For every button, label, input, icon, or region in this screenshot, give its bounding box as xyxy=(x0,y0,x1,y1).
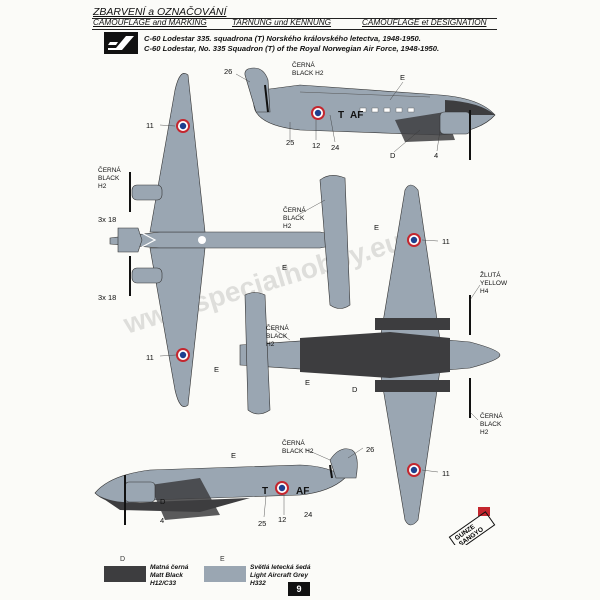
label-black-h2-lower-2: BLACK H2 xyxy=(282,448,314,455)
label-4-lower-side: 4 xyxy=(160,516,164,525)
gunze-sangyo-icon: GUNZE SANGYO xyxy=(448,507,496,551)
publisher-logo xyxy=(104,32,138,54)
header-sub-fr: CAMOUFLAGE et DESIGNATION xyxy=(362,18,487,27)
header-sub-en: CAMOUFLAGE and MARKING xyxy=(93,18,207,27)
label-black-h2-upper-1: ČERNÁ xyxy=(292,60,315,69)
leader-lines xyxy=(159,73,481,518)
legend-d-line-1: Matná černá xyxy=(150,564,189,571)
label-black-plan-3: H2 xyxy=(98,183,107,190)
side-view-upper: T AF xyxy=(244,67,496,160)
gunze-sangyo-logo: GUNZE SANGYO xyxy=(446,505,498,551)
callout-labels: 26 ČERNÁ BLACK H2 E 25 12 24 D 4 11 ČERN… xyxy=(98,60,508,528)
legend-e-line-1: Světlá letecká šedá xyxy=(250,564,311,571)
legend-e-line-3: H332 xyxy=(250,580,266,587)
header-sub-de: TARNUNG und KENNUNG xyxy=(232,18,332,27)
lower-code-t: T xyxy=(262,486,268,497)
label-d-lower-plan: D xyxy=(352,385,358,394)
label-24-upper: 24 xyxy=(331,143,339,152)
label-black-h2-upper-2: BLACK H2 xyxy=(292,70,324,77)
label-black-plan-1: ČERNÁ xyxy=(98,165,121,174)
label-e-lower-side: E xyxy=(231,451,236,460)
label-yellow-1: ŽLUTÁ xyxy=(480,270,501,279)
label-d-lower-side: D xyxy=(160,497,166,506)
label-black-h2-lower-1: ČERNÁ xyxy=(282,438,305,447)
legend-d-line-3: H12/C33 xyxy=(150,580,177,587)
label-black-right-3: H2 xyxy=(480,429,489,436)
legend-d-swatch xyxy=(104,566,146,582)
label-11-right-bottom: 11 xyxy=(442,469,450,478)
legend-e-line-2: Light Aircraft Grey xyxy=(250,572,309,579)
label-black-tail-1: ČERNÁ xyxy=(283,205,306,214)
header-title: ZBARVENÍ a OZNAČOVÁNÍ xyxy=(93,6,227,18)
label-e-upper: E xyxy=(400,73,405,82)
upper-code-af: AF xyxy=(350,110,363,121)
label-d-upper: D xyxy=(390,151,396,160)
label-3x18-bottom: 3x 18 xyxy=(98,293,116,302)
upper-code-t: T xyxy=(338,110,344,121)
legend-d-letter: D xyxy=(120,556,126,563)
logo-mark-icon xyxy=(108,36,134,50)
label-12-lower: 12 xyxy=(278,515,286,524)
header-rule-bottom xyxy=(92,29,497,30)
label-yellow-3: H4 xyxy=(480,288,489,295)
side-view-lower: T AF xyxy=(94,448,358,525)
plan-view-lower xyxy=(239,184,501,526)
page-number: 9 xyxy=(288,582,310,596)
label-black-lower-1: ČERNÁ xyxy=(266,323,289,332)
label-25-lower: 25 xyxy=(258,519,266,528)
label-black-right-2: BLACK xyxy=(480,421,502,428)
lower-code-af: AF xyxy=(296,486,309,497)
label-26-lower: 26 xyxy=(366,445,374,454)
label-24-lower: 24 xyxy=(304,510,312,519)
label-25-upper: 25 xyxy=(286,138,294,147)
label-black-tail-2: BLACK xyxy=(283,215,305,222)
label-black-plan-2: BLACK xyxy=(98,175,120,182)
label-e-plan-mid: E xyxy=(282,263,287,272)
legend-e-swatch xyxy=(204,566,246,582)
label-11-right-top: 11 xyxy=(442,237,450,246)
legend-e-text: Světlá letecká šedá Light Aircraft Grey … xyxy=(250,564,310,588)
label-11-plan-bottom: 11 xyxy=(146,353,154,362)
label-e-plan-bottom: E xyxy=(214,365,219,374)
label-black-lower-3: H2 xyxy=(266,341,275,348)
legend-d-text: Matná černá Matt Black H12/C33 xyxy=(150,564,188,588)
label-e-lower-plan: E xyxy=(305,378,310,387)
label-3x18-top: 3x 18 xyxy=(98,215,116,224)
label-black-lower-2: BLACK xyxy=(266,333,288,340)
plan-view-upper xyxy=(109,73,351,407)
label-4-upper: 4 xyxy=(434,151,438,160)
description-en: C-60 Lodestar, No. 335 Squadron (T) of t… xyxy=(144,44,440,53)
legend-d-line-2: Matt Black xyxy=(150,572,183,579)
label-26-upper: 26 xyxy=(224,67,232,76)
header-rule-top xyxy=(92,18,497,19)
label-11-plan-top: 11 xyxy=(146,121,154,130)
legend-e-letter: E xyxy=(220,556,225,563)
label-black-right-1: ČERNÁ xyxy=(480,411,503,420)
description-cz: C-60 Lodestar 335. squadrona (T) Norskéh… xyxy=(144,34,421,43)
label-e-right-top: E xyxy=(374,223,379,232)
label-black-tail-3: H2 xyxy=(283,223,292,230)
label-12-upper: 12 xyxy=(312,141,320,150)
label-yellow-2: YELLOW xyxy=(480,280,508,287)
